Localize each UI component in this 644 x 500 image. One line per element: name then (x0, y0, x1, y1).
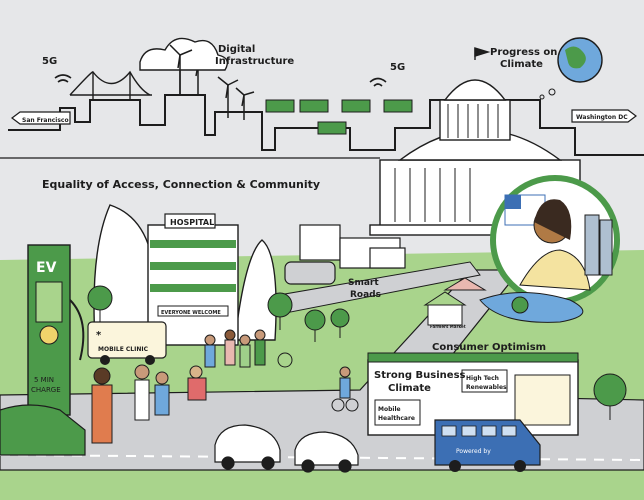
progress-label: Progress on (490, 47, 557, 58)
consumer-optimism-label: Consumer Optimism (432, 342, 546, 353)
smart-roads-label: Smart (348, 278, 379, 288)
svg-text:Renewables: Renewables (466, 384, 507, 391)
svg-text:HOSPITAL: HOSPITAL (170, 218, 214, 227)
svg-text:Powered by: Powered by (456, 448, 491, 455)
cyclist (331, 366, 359, 412)
ev-charger: EV 5 MIN CHARGE (27, 244, 85, 416)
5g-label: 5G (390, 62, 405, 73)
ev-car (0, 404, 86, 456)
strong-business-label: Strong Business (374, 370, 466, 381)
digital-label: Digital (218, 44, 255, 55)
everyone-welcome-sign: EVERYONE WELCOME (161, 310, 221, 316)
solar-panels (265, 99, 413, 135)
svg-text:Farmers Market: Farmers Market (430, 324, 466, 329)
smart-roads-label-2: Roads (350, 290, 381, 300)
autonomous-pods (214, 424, 359, 473)
mobile-clinic-van: * MOBILE CLINIC (87, 321, 167, 365)
pond (479, 292, 584, 323)
svg-text:Washington DC: Washington DC (576, 114, 628, 121)
farmers-market: Farmers Market (423, 277, 487, 329)
sign-washington-dc: Washington DC (571, 109, 637, 123)
office-buildings (299, 224, 406, 269)
svg-text:San Francisco: San Francisco (22, 117, 69, 124)
svg-text:Mobile: Mobile (378, 406, 401, 413)
sign-san-francisco: San Francisco (11, 111, 71, 125)
svg-text:CHARGE: CHARGE (31, 386, 61, 394)
electric-van: Powered by (434, 419, 541, 472)
hospital: HOSPITAL EVERYONE WELCOME (147, 213, 239, 346)
svg-text:MOBILE CLINIC: MOBILE CLINIC (98, 346, 149, 353)
5g-label: 5G (42, 56, 57, 67)
shuttle (284, 261, 336, 285)
svg-text:EV: EV (36, 260, 57, 276)
curved-building-left (93, 204, 151, 341)
svg-text:High Tech: High Tech (466, 375, 499, 382)
bridge (69, 70, 152, 100)
infrastructure-label: Infrastructure (215, 56, 294, 67)
equality-heading: Equality of Access, Connection & Communi… (42, 178, 320, 191)
svg-text:5 MIN: 5 MIN (34, 376, 54, 384)
svg-text:Healthcare: Healthcare (378, 415, 415, 422)
people (91, 329, 293, 444)
trees (87, 285, 627, 420)
wifi-icon (54, 74, 387, 87)
svg-text:*: * (96, 330, 102, 341)
business-building: High Tech Renewables Mobile Healthcare (367, 352, 579, 436)
portrait-circle (490, 175, 620, 305)
climate-business-label: Climate (388, 383, 431, 394)
climate-label: Climate (500, 59, 543, 70)
